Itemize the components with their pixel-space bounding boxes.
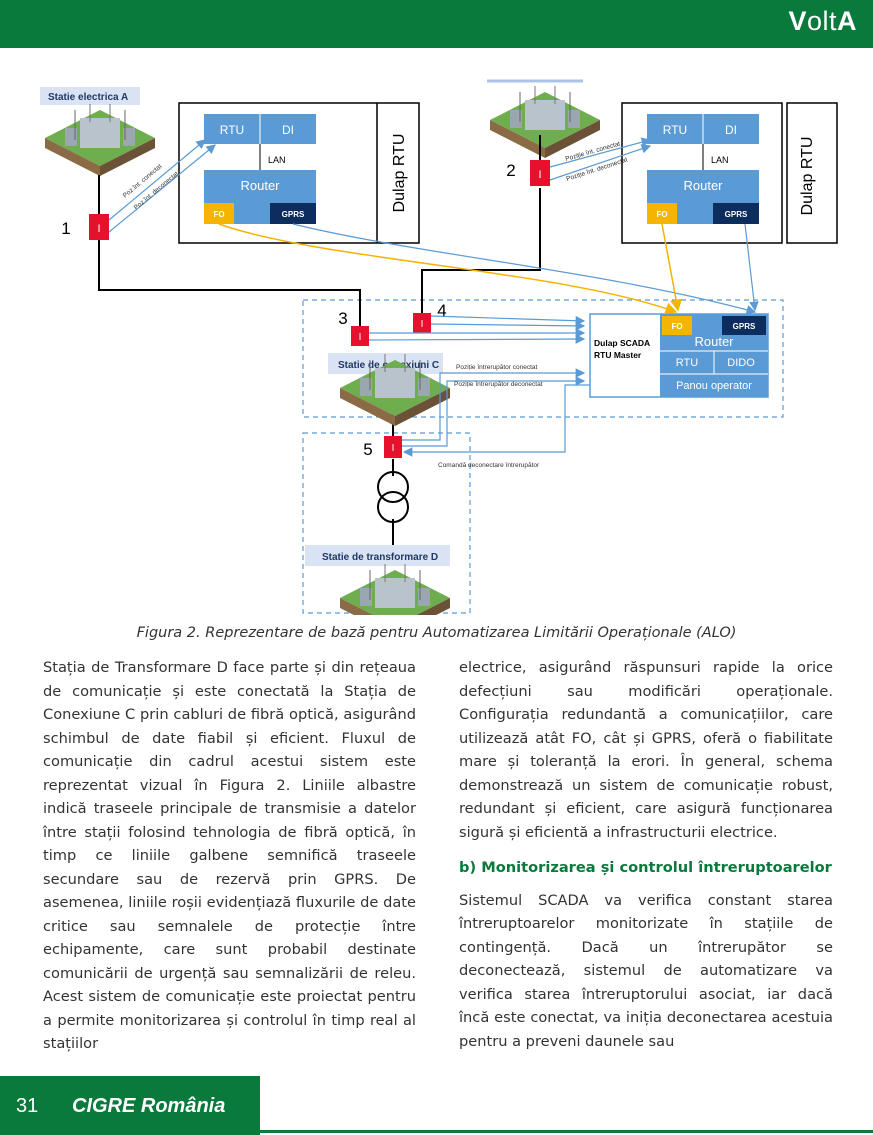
brand-logo: VoltA [788,6,857,36]
gprs-2: GPRS [725,210,748,219]
station-a-label-box [40,87,140,105]
pozitie-conectat-c: Poziție întrerupător conectat [456,364,537,371]
breaker-5-label: I [392,443,395,454]
dido-label: DIDO [727,357,755,369]
breaker-2-number: 2 [506,161,515,180]
router-1-label: Router [240,178,280,193]
figure-caption: Figura 2. Reprezentare de bază pentru Au… [136,625,737,641]
right-column: electrice, asigurând răspunsuri rapide l… [459,656,833,1053]
fo-scada: FO [671,322,682,331]
lan-1-label: LAN [268,155,286,165]
fo-1: FO [213,210,224,219]
dulap-rtu-2-label: Dulap RTU [799,137,816,216]
transformer-icon [377,471,409,503]
fo-2: FO [656,210,667,219]
publication-name: CIGRE România [72,1095,226,1117]
station-d-label: Statie de transformare D [322,552,438,563]
breaker-4-number: 4 [437,301,446,320]
breaker-2-label: I [538,169,541,181]
breaker-3 [351,326,369,346]
region-d [302,432,471,614]
rtu-scada-label: RTU [676,357,698,369]
page-number: 31 [16,1095,39,1117]
left-column: Stația de Transformare D face parte și d… [43,656,416,1056]
breaker-5 [384,436,402,458]
station-b-icon [489,85,601,159]
header-bar: VoltA [0,0,873,48]
breaker-2 [530,160,550,186]
right-paragraph-1: electrice, asigurând răspunsuri rapide l… [459,659,833,841]
left-paragraph: Stația de Transformare D face parte și d… [43,659,416,1052]
breaker-3-number: 3 [338,309,347,328]
pozitie-deconectat-c: Poziție întrerupător deconectat [454,381,543,388]
station-d-icon [339,563,451,615]
rtu-2-label: RTU [663,123,687,137]
breaker-1 [89,214,109,240]
alo-diagram: Statie electrica A Dulap RTU RTU DI LAN … [40,79,838,615]
di-2-label: DI [725,123,737,137]
section-heading: b) Monitorizarea și controlul întrerupto… [459,859,832,876]
breaker-3-label: I [359,332,362,343]
breaker-5-number: 5 [363,440,372,459]
station-a-icon [44,103,156,177]
scada-label-1: Dulap SCADA [594,338,650,348]
lan-2-label: LAN [711,155,729,165]
rtu-1-label: RTU [220,123,244,137]
footer-rule [260,1130,873,1133]
comanda-label: Comandă deconectare întrerupător [438,462,540,469]
di-1-label: DI [282,123,294,137]
gprs-scada: GPRS [733,322,756,331]
breaker-1-number: 1 [61,219,70,238]
poz-deconectat-1: Poz.înt. deconectat [133,170,180,211]
poz-conectat-2: Poziție înt. conectat [565,141,622,163]
region-c [302,299,784,418]
scada-label-2: RTU Master [594,350,642,360]
station-a-label: Statie electrica A [48,92,128,103]
panou-operator-label: Panou operator [676,380,752,392]
breaker-4 [413,313,431,333]
gprs-1: GPRS [282,210,305,219]
right-paragraph-2: Sistemul SCADA va verifica constant star… [459,891,833,1050]
breaker-1-label: I [97,223,100,235]
breaker-4-label: I [421,319,424,330]
router-2-label: Router [683,178,723,193]
footer-bar: 31 CIGRE România [0,1076,260,1135]
dulap-rtu-1-label: Dulap RTU [391,134,408,213]
router-scada-label: Router [694,334,734,349]
